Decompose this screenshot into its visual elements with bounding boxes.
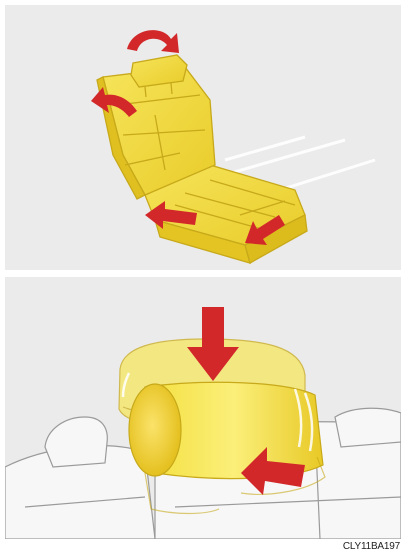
headrest-illustration — [5, 277, 401, 539]
seat-adjust-panel — [5, 5, 401, 270]
headrest-adjust-panel — [5, 277, 401, 539]
figure-code: CLY11BA197 — [343, 541, 400, 553]
seat-illustration — [5, 5, 401, 270]
rotate-headrest-arrow-icon — [127, 30, 179, 53]
